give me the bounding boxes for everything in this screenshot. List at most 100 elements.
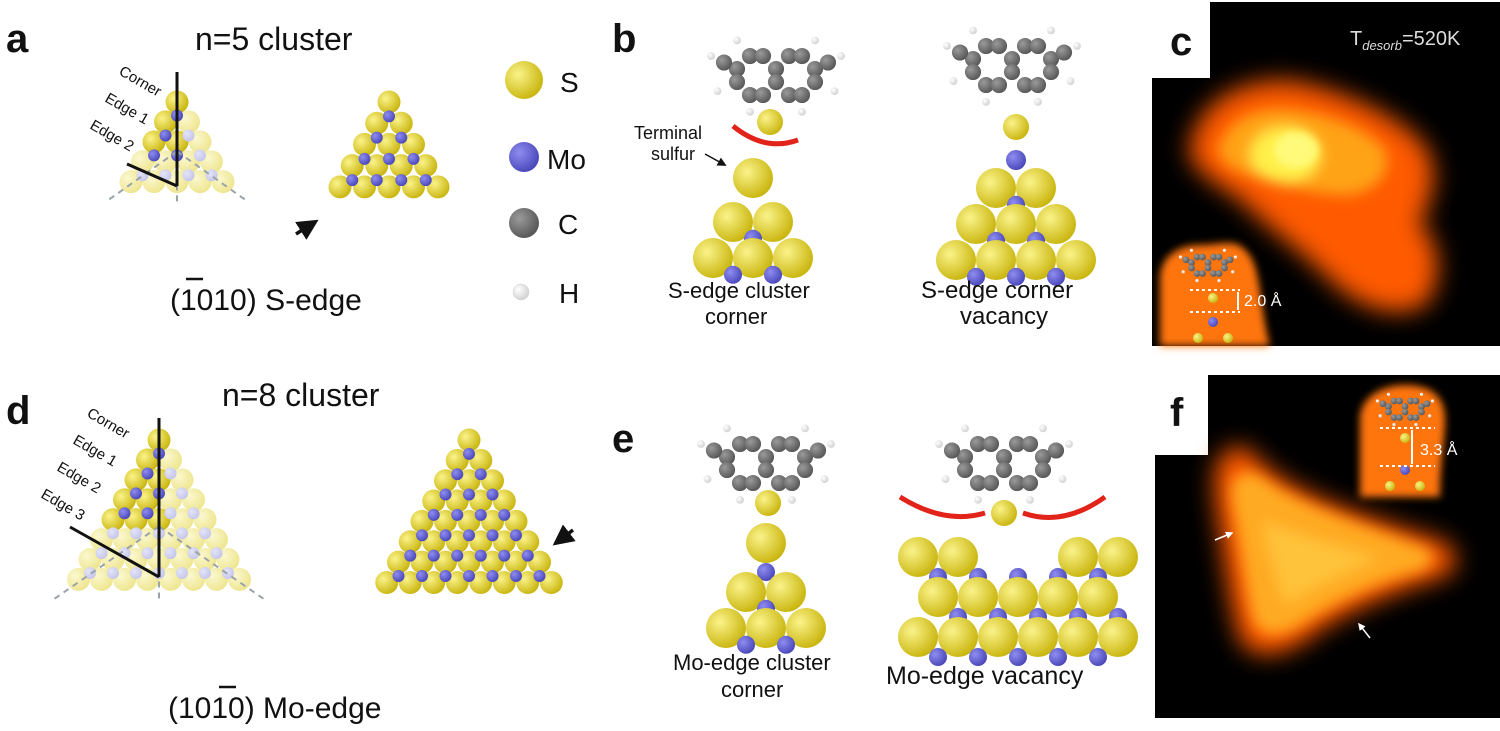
panel-d-edge3-label: Edge 3 bbox=[38, 486, 88, 524]
hydrogen-atom bbox=[982, 98, 990, 106]
carbon-atom bbox=[964, 50, 982, 68]
hydrogen-atom bbox=[830, 87, 839, 95]
molybdenum-atom bbox=[510, 529, 522, 542]
legend-sulfur-swatch bbox=[505, 61, 543, 99]
carbon-atom bbox=[1042, 50, 1060, 68]
sulfur-atom bbox=[414, 154, 438, 178]
sulfur-atom bbox=[445, 570, 469, 594]
hydrogen-atom bbox=[1378, 414, 1382, 418]
carbon-atom bbox=[982, 474, 1000, 492]
sulfur-atom bbox=[1018, 617, 1058, 657]
sulfur-atom bbox=[469, 448, 493, 472]
carbon-atom bbox=[1412, 414, 1420, 421]
molybdenum-atom bbox=[1089, 648, 1107, 666]
hydrogen-atom bbox=[1392, 423, 1396, 427]
molybdenum-atom bbox=[969, 648, 987, 666]
molybdenum-atom bbox=[416, 569, 428, 582]
carbon-atom bbox=[1221, 259, 1228, 266]
molybdenum-atom bbox=[159, 129, 172, 142]
hydrogen-atom bbox=[974, 496, 982, 504]
sulfur-atom bbox=[996, 204, 1036, 244]
carbon-atom bbox=[990, 76, 1008, 94]
panel-letter-c: c bbox=[1170, 20, 1192, 64]
molybdenum-atom-faded bbox=[210, 547, 223, 560]
carbon-atom bbox=[806, 73, 824, 91]
molybdenum-atom bbox=[439, 529, 452, 542]
molybdenum-atom bbox=[474, 549, 487, 562]
hydrogen-atom bbox=[941, 475, 950, 483]
panel-d-cluster-full-view bbox=[375, 428, 563, 594]
panel-e-left-caption-2: corner bbox=[721, 677, 783, 702]
sulfur-atom bbox=[504, 550, 528, 574]
sulfur-atom bbox=[422, 570, 446, 594]
hydrogen-atom bbox=[798, 108, 806, 116]
sulfur-atom bbox=[434, 469, 457, 493]
sulfur-atom bbox=[387, 550, 410, 574]
carbon-atom bbox=[1016, 37, 1034, 55]
panel-d-title: n=8 cluster bbox=[222, 377, 380, 413]
carbon-atom bbox=[990, 37, 1008, 55]
sulfur-atom bbox=[469, 570, 493, 594]
molybdenum-atom bbox=[1208, 317, 1218, 327]
panel-d-caption: (1010) Mo-edge bbox=[168, 692, 381, 725]
carbon-atom bbox=[731, 435, 749, 453]
carbon-atom bbox=[1210, 270, 1217, 277]
molybdenum-atom-faded bbox=[176, 567, 188, 580]
panel-a-title: n=5 cluster bbox=[195, 21, 353, 57]
sulfur-atom bbox=[713, 202, 753, 242]
molybdenum-atom bbox=[358, 152, 371, 165]
sulfur-atom bbox=[956, 204, 996, 244]
carbon-atom bbox=[809, 442, 827, 459]
molybdenum-atom bbox=[463, 488, 475, 501]
carbon-atom bbox=[977, 76, 995, 94]
panel-b-terminal-label-1: Terminal bbox=[634, 123, 702, 143]
carbon-atom bbox=[1199, 270, 1206, 277]
sulfur-atom bbox=[328, 175, 352, 199]
sulfur-atom bbox=[976, 240, 1016, 280]
sulfur-atom bbox=[1415, 481, 1425, 491]
guide-line bbox=[105, 150, 178, 203]
molybdenum-atom bbox=[929, 648, 947, 666]
carbon-atom bbox=[1199, 253, 1206, 261]
sulfur-atom bbox=[398, 570, 422, 594]
hydrogen-atom bbox=[788, 496, 796, 504]
molybdenum-atom-faded bbox=[199, 567, 211, 580]
molybdenum-atom bbox=[404, 549, 417, 562]
legend-molybdenum-swatch bbox=[509, 142, 539, 172]
hydrogen-atom bbox=[1039, 424, 1047, 433]
sulfur-atom bbox=[410, 550, 434, 574]
carbon-atom bbox=[1008, 435, 1026, 453]
sulfur-atom bbox=[481, 469, 504, 493]
sulfur-atom bbox=[1056, 240, 1096, 280]
molybdenum-atom bbox=[486, 488, 499, 501]
sulfur-atom bbox=[991, 500, 1017, 526]
carbon-atom bbox=[1188, 264, 1195, 272]
panel-f-stm-image: 3.3 Å bbox=[1155, 375, 1500, 718]
sulfur-atom bbox=[757, 109, 783, 135]
carbon-atom bbox=[770, 474, 788, 492]
carbon-atom bbox=[1396, 414, 1403, 421]
carbon-atom bbox=[1008, 474, 1026, 492]
panel-d-corner-label: Corner bbox=[84, 405, 132, 443]
sulfur-atom bbox=[726, 572, 766, 612]
molybdenum-atom bbox=[521, 549, 534, 562]
carbon-atom bbox=[977, 37, 995, 55]
molybdenum-atom bbox=[474, 468, 487, 481]
molybdenum-atom bbox=[451, 468, 464, 481]
carbon-atom bbox=[770, 435, 788, 453]
carbon-atom bbox=[1418, 403, 1425, 410]
sulfur-atom bbox=[753, 202, 793, 242]
panel-a-edge1-label: Edge 1 bbox=[102, 90, 152, 128]
sulfur-atom bbox=[938, 617, 978, 657]
sulfur-atom bbox=[457, 469, 481, 493]
carbon-atom bbox=[754, 86, 772, 104]
sulfur-atom bbox=[978, 617, 1018, 657]
panel-letter-e: e bbox=[612, 417, 634, 461]
hydrogen-atom bbox=[935, 440, 943, 448]
panel-c-stm-image: Tdesorb=520K 2.0 Å bbox=[1152, 2, 1500, 346]
carbon-atom bbox=[754, 47, 772, 65]
molybdenum-atom bbox=[498, 549, 511, 562]
sulfur-atom bbox=[422, 530, 446, 554]
carbon-atom bbox=[1210, 253, 1217, 261]
sulfur-atom bbox=[706, 608, 746, 648]
